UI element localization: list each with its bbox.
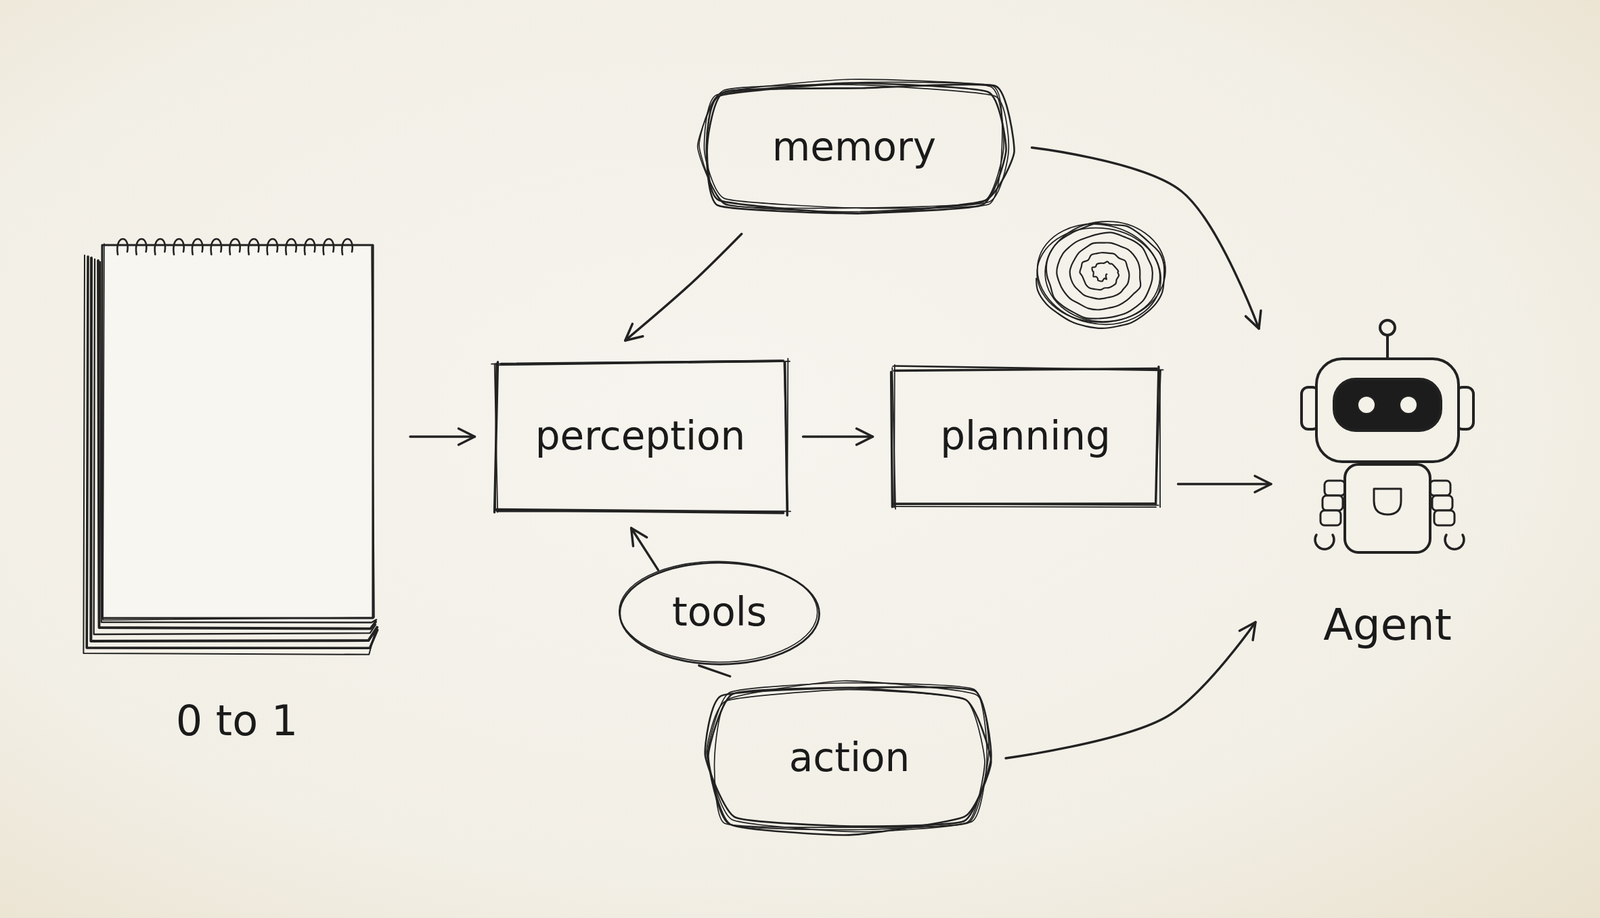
node-label: action (789, 734, 911, 782)
robot-arm (1434, 510, 1455, 526)
scribble-box: memory (693, 76, 1016, 220)
sketch-stroke (698, 79, 1004, 208)
robot-arm (1432, 495, 1453, 511)
sketch-stroke (894, 365, 1163, 370)
node-label: 0 to 1 (175, 695, 299, 746)
spiral-coil (192, 238, 203, 255)
spiral-coil (248, 238, 259, 255)
spiral-coil (267, 238, 278, 255)
robot-claw (1445, 534, 1464, 549)
spiral-coil (323, 238, 334, 255)
sketch-stroke (697, 84, 1009, 212)
robot-antenna (1386, 334, 1389, 359)
connector-arrow (803, 435, 874, 438)
robot-pocket (1373, 488, 1402, 515)
sketch-stroke (496, 510, 785, 512)
sketch-stroke (494, 363, 497, 510)
sketch-stroke (494, 363, 497, 512)
sketch-stroke (893, 364, 896, 507)
sketch-stroke (714, 680, 989, 828)
sketch-stroke (890, 371, 893, 507)
robot-arm (1430, 480, 1451, 496)
robot-eye (1357, 395, 1376, 414)
sketch-stroke (703, 81, 1002, 208)
robot-eye (1399, 395, 1418, 414)
sketch-stroke (787, 358, 788, 508)
robot-head (1316, 358, 1459, 462)
spiral-coil (173, 238, 184, 255)
notebook-outline (74, 230, 400, 752)
sketch-stroke (705, 82, 1006, 213)
sketch-stroke (894, 505, 1157, 508)
process-box: planning (887, 362, 1164, 511)
sketch-stroke (896, 503, 1159, 505)
process-box: perception (490, 357, 792, 516)
node-label: memory (772, 123, 937, 172)
sketch-stroke (102, 243, 375, 620)
connector-arrow (699, 665, 731, 677)
sketch-stroke (705, 686, 992, 827)
connector-arrow (410, 435, 476, 438)
node-label: tools (672, 588, 767, 637)
spiral-coil (154, 238, 166, 255)
scribble-box: action (703, 678, 995, 838)
robot-body (1344, 464, 1431, 553)
sketch-stroke (494, 362, 498, 513)
sketch-stroke (707, 687, 991, 835)
spiral-coil (341, 238, 352, 255)
robot-arm (1324, 480, 1345, 496)
connector-arrow (1005, 621, 1256, 759)
robot-visor (1334, 379, 1441, 431)
notebook-page (102, 245, 373, 618)
tool-ellipse: tools (617, 556, 822, 669)
connector-arrow (625, 234, 742, 342)
spiral-coil (211, 238, 222, 255)
node-label: perception (535, 412, 746, 461)
scribble-spiral (1027, 212, 1171, 336)
node-label: Agent (1323, 598, 1452, 652)
connector-arrow (1178, 482, 1272, 485)
spiral-coil (229, 238, 240, 255)
scribble-spiral (1036, 223, 1165, 329)
robot-antenna (1380, 320, 1395, 336)
spiral-coil (285, 238, 296, 255)
robot-claw (1315, 534, 1335, 549)
spiral-coil (304, 238, 315, 255)
scribble-spiral (1027, 212, 1171, 336)
node-label: planning (940, 412, 1111, 461)
sketch-stroke (1158, 369, 1161, 507)
robot-arm (1322, 495, 1343, 511)
sketch-stroke (618, 560, 818, 663)
spiral-coil (136, 238, 147, 255)
spiral-coil (117, 238, 128, 255)
notebook-node: 0 to 1 (74, 230, 400, 752)
agent-node: Agent (1285, 311, 1490, 657)
connector-arrow (1032, 147, 1260, 329)
sketch-stroke (706, 689, 985, 832)
sketch-stroke (496, 361, 790, 366)
scribble-spiral (1034, 224, 1164, 327)
sketch-stroke (496, 508, 791, 512)
sketch-stroke (706, 83, 1014, 214)
robot-arm (1320, 510, 1341, 526)
sketch-stroke (707, 682, 987, 830)
connector-arrow (631, 527, 659, 570)
